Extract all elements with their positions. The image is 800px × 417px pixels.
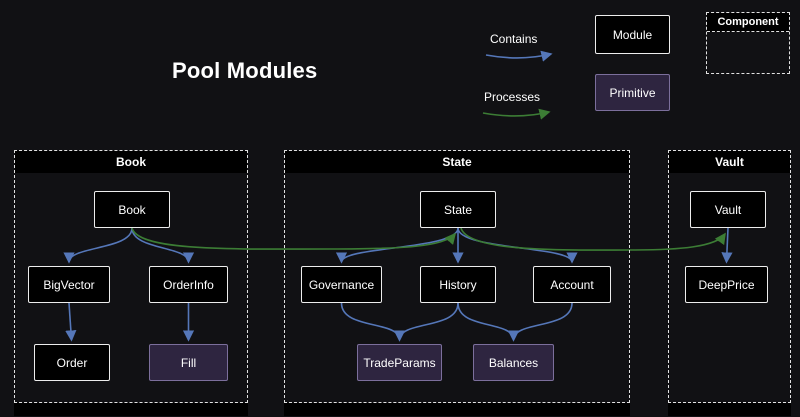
container-book-header: Book xyxy=(15,151,247,173)
edge-contains-book-orderinfo xyxy=(131,227,195,264)
node-vault: Vault xyxy=(690,191,766,228)
edge-processes-book-state xyxy=(131,227,457,250)
edge-processes-state-vault xyxy=(460,227,726,251)
legend-processes-label: Processes xyxy=(484,90,541,104)
legend-module-box: Module xyxy=(595,15,670,54)
edge-contains-bigvector-order xyxy=(65,302,77,342)
legend-contains-arrow xyxy=(485,50,553,62)
edge-contains-account-balances xyxy=(507,302,573,342)
container-vault-footer xyxy=(668,403,791,416)
legend-primitive-box: Primitive xyxy=(595,74,670,111)
node-orderinfo: OrderInfo xyxy=(149,266,228,303)
node-bigvector: BigVector xyxy=(28,266,110,303)
container-vault: Vault xyxy=(668,150,791,416)
container-book-footer xyxy=(14,403,248,416)
edge-contains-book-bigvector xyxy=(63,227,133,264)
container-book: Book xyxy=(14,150,248,416)
container-vault-header: Vault xyxy=(669,151,790,173)
legend-contains-label: Contains xyxy=(490,32,538,46)
node-fill: Fill xyxy=(149,344,228,381)
container-state-footer xyxy=(284,403,630,416)
node-tradeparams: TradeParams xyxy=(357,344,442,381)
legend-component-label: Component xyxy=(707,13,789,32)
container-state: State xyxy=(284,150,630,416)
legend-component-box: Component xyxy=(706,12,790,74)
page-title: Pool Modules xyxy=(172,58,318,83)
node-book: Book xyxy=(94,191,170,228)
node-deepprice: DeepPrice xyxy=(685,266,768,303)
edge-contains-vault-deepprice xyxy=(721,227,733,264)
node-balances: Balances xyxy=(473,344,554,381)
node-history: History xyxy=(420,266,496,303)
container-state-header: State xyxy=(285,151,629,173)
legend-processes-arrow xyxy=(482,108,551,120)
node-governance: Governance xyxy=(301,266,382,303)
node-account: Account xyxy=(533,266,611,303)
edge-contains-history-tradeparams xyxy=(393,302,459,342)
node-state: State xyxy=(420,191,496,228)
node-order: Order xyxy=(34,344,110,381)
